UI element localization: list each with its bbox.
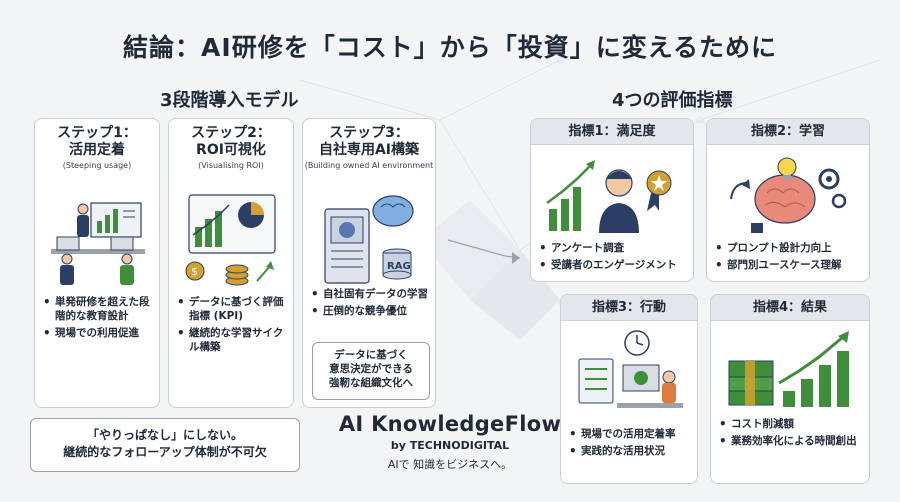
step-2-title-line1: ステップ2： [191,125,271,141]
metric-2-title: 指標2：学習 [707,119,869,145]
metric-4-card: 指標4：結果 コスト削減額 業務効率化による時間創出 [710,294,870,484]
step-3-title-line2: 自社専用AI構築 [318,142,420,158]
callout-line: 強靭な組織文化へ [329,377,413,389]
metric-4-bullet: コスト削減額 [719,417,865,431]
step-2-bullet: データに基づく評価指標 (KPI) [177,295,289,323]
callout-line: 「やりっぱなし」にしない。 [86,428,243,442]
left-section-title: 3段階導入モデル [160,90,299,111]
learning-brain-illustration [730,157,847,233]
metric-3-card: 指標3：行動 現場での活用定着率 実践的な活用状況 [560,294,698,484]
brand-block: AI KnowledgeFlow by TECHNODIGITAL AIで 知識… [330,412,570,472]
office-team-illustration [51,202,145,285]
metric-1-card: 指標1：満足度 アンケート調査 受講者のエンゲージメント [530,118,694,282]
metric-2-card: 指標2：学習 プロンプト設計力向上 部門別ユースケース理解 [706,118,870,282]
private-ai-server-illustration: RAG [324,195,414,284]
culture-callout: データに基づく 意思決定ができる 強靭な組織文化へ [312,342,430,400]
results-money-illustration [728,331,849,407]
metric-4-bullet: 業務効率化による時間創出 [719,434,865,448]
step-2-card: ステップ2： ROI可視化 (Visualising ROI) $ データに基づ… [168,118,294,408]
step-2-title-line2: ROI可視化 [196,142,266,158]
metric-1-title: 指標1：満足度 [531,119,693,145]
step-3-bullet: 自社固有データの学習 [311,287,431,301]
step-3-bullet: 圧倒的な競争優位 [311,304,431,318]
callout-line: データに基づく [334,349,408,361]
action-workplace-illustration [578,330,683,408]
callout-line: 意思決定ができる [329,363,413,375]
step-1-bullet: 単発研修を超えた段階的な教育設計 [43,295,155,323]
metric-3-bullet: 現場での活用定着率 [569,427,693,441]
followup-callout: 「やりっぱなし」にしない。 継続的なフォローアップ体制が不可欠 [30,418,300,472]
metric-3-bullet: 実践的な活用状況 [569,444,693,458]
step-1-card: ステップ1： 活用定着 (Steeping usage) 単発研修を超えた段階的… [34,118,160,408]
metric-3-title: 指標3：行動 [561,295,697,321]
metric-1-bullet: アンケート調査 [539,241,689,255]
brand-name: AI KnowledgeFlow [338,412,562,436]
satisfaction-illustration [546,160,672,233]
metric-4-title: 指標4：結果 [711,295,869,321]
step-1-title-line2: 活用定着 [69,142,125,158]
roi-dashboard-illustration: $ [185,194,276,286]
brand-tagline: AIで 知識をビジネスへ。 [387,458,513,471]
step-1-bullet: 現場での利用促進 [43,326,155,340]
rag-label: RAG [387,261,411,272]
step-3-title-line1: ステップ3： [329,125,409,141]
svg-text:$: $ [191,265,198,278]
step-1-subtitle: (Steeping usage) [62,161,132,170]
step-1-title-line1: ステップ1： [57,125,137,141]
step-2-bullet: 継続的な学習サイクル構築 [177,326,289,354]
step-3-subtitle: (Building owned AI environment [304,161,434,170]
metric-2-bullet: 部門別ユースケース理解 [715,258,865,272]
metric-2-bullet: プロンプト設計力向上 [715,241,865,255]
page-title: 結論：AI研修を「コスト」から「投資」に変えるために [123,33,777,62]
brand-byline: by TECHNODIGITAL [390,439,510,452]
metric-1-bullet: 受講者のエンゲージメント [539,258,689,272]
callout-line: 継続的なフォローアップ体制が不可欠 [63,445,267,459]
step-2-subtitle: (Visualising ROI) [198,161,264,170]
right-section-title: 4つの評価指標 [612,90,733,111]
